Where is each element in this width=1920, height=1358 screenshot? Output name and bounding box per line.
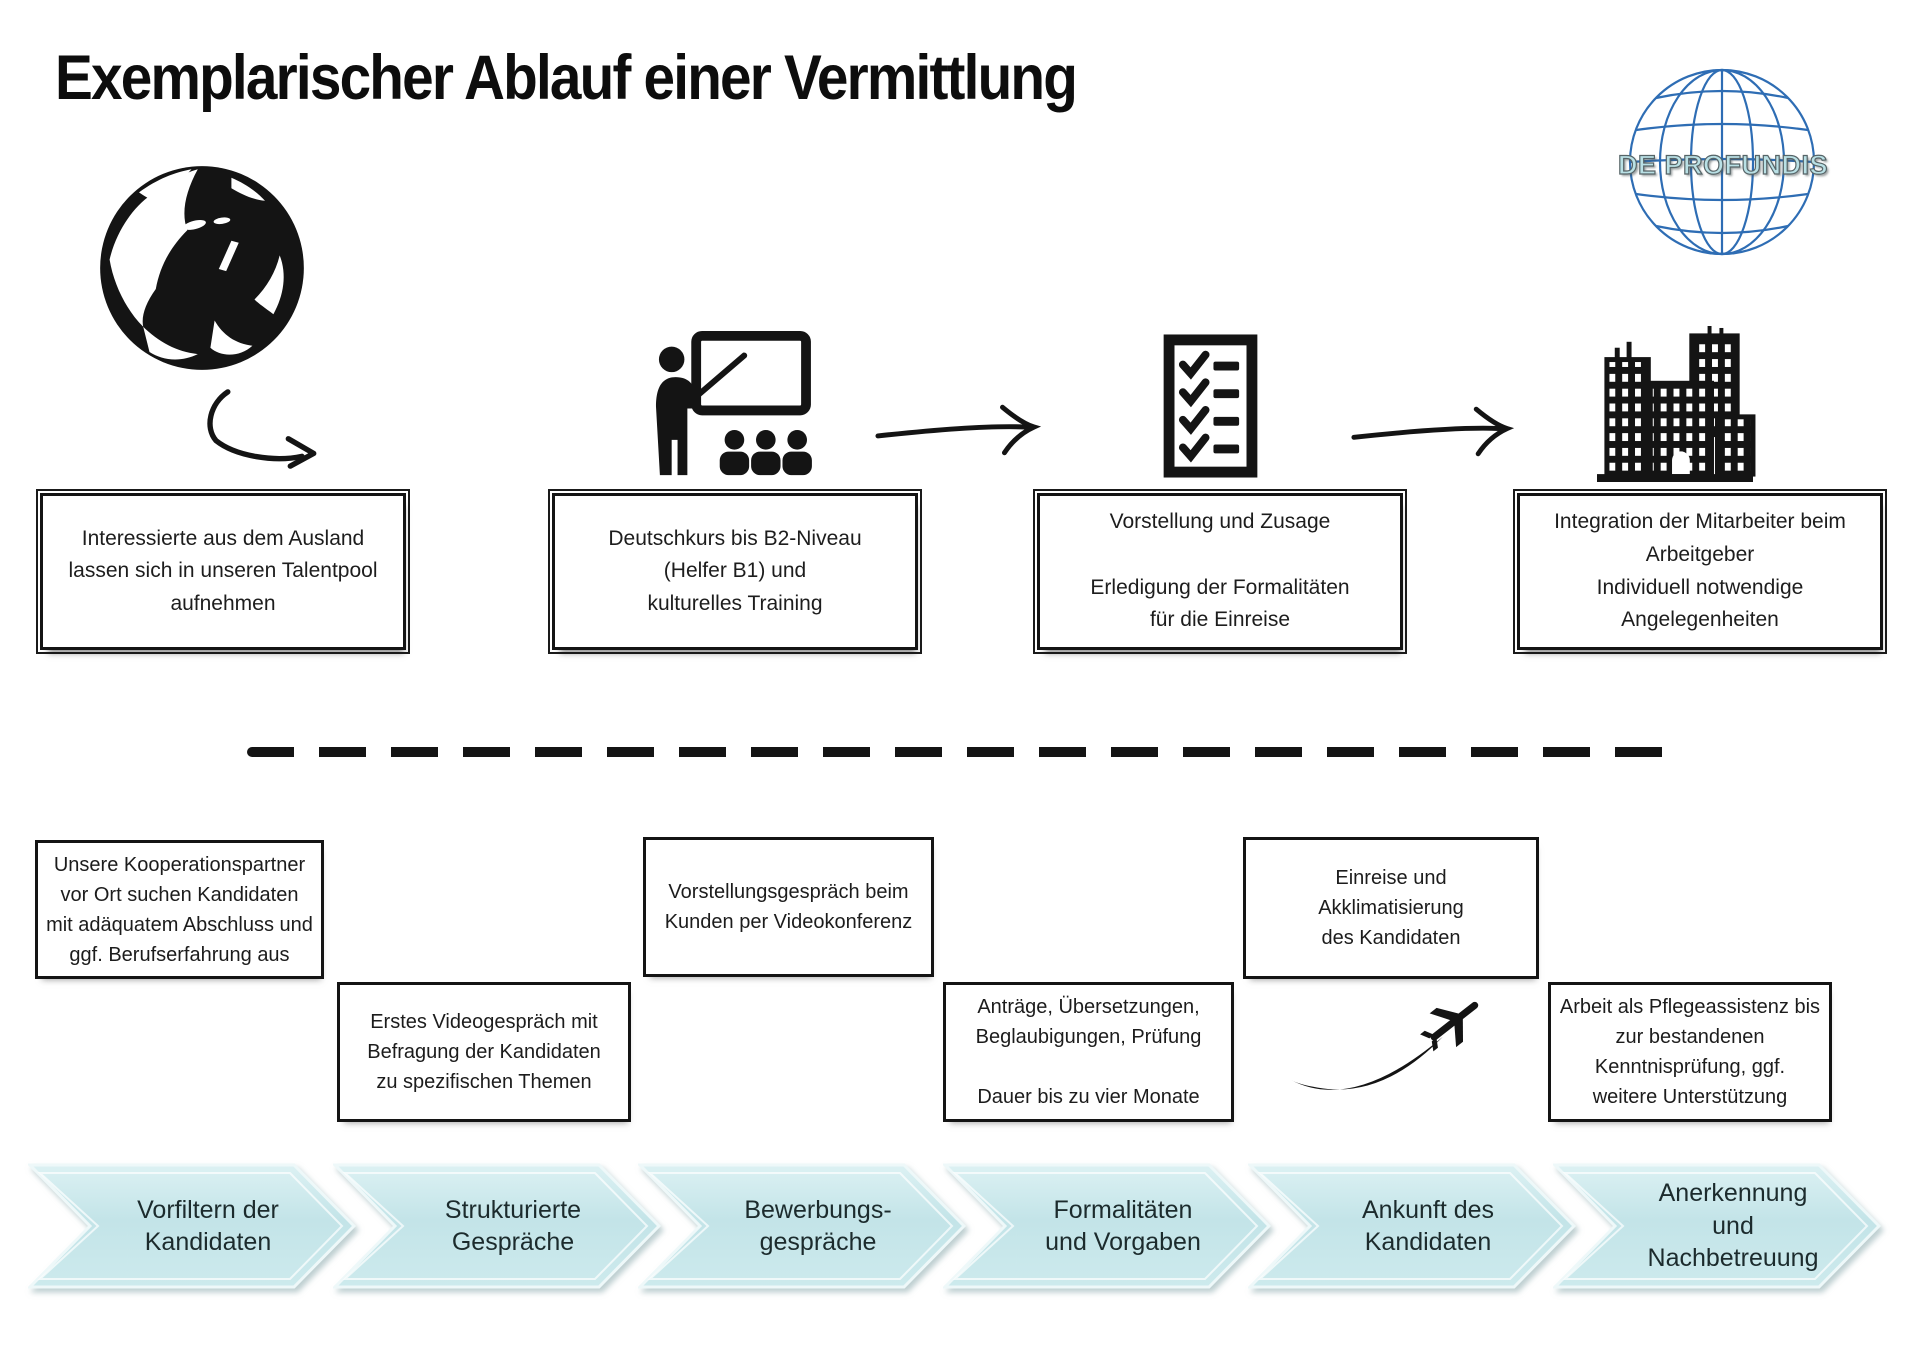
step-box-vorstellung: Vorstellung und Zusage Erledigung der Fo… [1033, 489, 1407, 654]
company-buildings-icon [1596, 326, 1756, 482]
chevron-shape [333, 1163, 662, 1289]
chevron-shape [1553, 1163, 1882, 1289]
step-box-text: Deutschkurs bis B2-Niveau (Helfer B1) un… [608, 526, 862, 615]
sketch-arrow-icon [875, 404, 1042, 456]
training-presentation-icon [655, 330, 812, 476]
chevron-label: Formalitäten und Vorgaben [1045, 1195, 1201, 1257]
note-box-vorstellungsgespraech: Vorstellungsgespräch beim Kunden per Vid… [643, 837, 934, 977]
logo-wordmark: DE PROFUNDIS [1617, 149, 1829, 180]
step-box-deutschkurs: Deutschkurs bis B2-Niveau (Helfer B1) un… [548, 489, 922, 654]
note-text: Einreise und Akklimatisierung des Kandid… [1318, 867, 1464, 949]
note-text: Unsere Kooperationspartner vor Ort suche… [46, 853, 313, 966]
airplane-swoosh-icon [1290, 1001, 1479, 1090]
checklist-icon [1163, 334, 1258, 478]
step-box-text: Vorstellung und Zusage Erledigung der Fo… [1090, 510, 1350, 632]
page-title: Exemplarischer Ablauf einer Vermittlung [55, 43, 1078, 113]
chevron-ankunft: Ankunft des Kandidaten [1248, 1163, 1578, 1289]
sketch-arrow-icon [1351, 406, 1515, 457]
note-box-videogespraech: Erstes Videogespräch mit Befragung der K… [337, 982, 631, 1122]
curved-sketch-arrow-icon [207, 389, 317, 469]
dashed-divider [247, 747, 1687, 757]
chevron-bewerbungsgespraeche: Bewerbungs- gespräche [638, 1163, 968, 1289]
note-box-kooperationspartner: Unsere Kooperationspartner vor Ort suche… [35, 840, 324, 979]
chevron-label: Strukturierte Gespräche [444, 1195, 582, 1257]
step-box-text: Integration der Mitarbeiter beim Arbeitg… [1554, 510, 1846, 632]
note-box-pflegeassistenz: Arbeit als Pflegeassistenz bis zur besta… [1548, 982, 1832, 1122]
chevron-label: Anerkennung und Nachbetreuung [1647, 1179, 1819, 1273]
chevron-vorfiltern: Vorfiltern der Kandidaten [28, 1163, 358, 1289]
step-box-talentpool: Interessierte aus dem Ausland lassen sic… [36, 489, 410, 654]
chevron-label: Vorfiltern der Kandidaten [137, 1195, 279, 1257]
chevron-label: Ankunft des Kandidaten [1361, 1195, 1495, 1257]
chevron-formalitaeten: Formalitäten und Vorgaben [943, 1163, 1273, 1289]
chevron-shape [28, 1163, 357, 1289]
step-box-text: Interessierte aus dem Ausland lassen sic… [68, 526, 378, 615]
chevron-shape [943, 1163, 1272, 1289]
note-text: Anträge, Übersetzungen, Beglaubigungen, … [975, 996, 1202, 1108]
note-text: Arbeit als Pflegeassistenz bis zur besta… [1559, 996, 1821, 1108]
note-text: Erstes Videogespräch mit Befragung der K… [367, 1011, 601, 1093]
chevron-shape [1248, 1163, 1577, 1289]
note-box-antraege: Anträge, Übersetzungen, Beglaubigungen, … [943, 982, 1234, 1122]
chevron-label: Bewerbungs- gespräche [744, 1195, 892, 1257]
chevron-anerkennung: Anerkennung und Nachbetreuung [1553, 1163, 1883, 1289]
step-box-integration: Integration der Mitarbeiter beim Arbeitg… [1513, 489, 1887, 654]
note-text: Vorstellungsgespräch beim Kunden per Vid… [664, 881, 913, 933]
chevron-shape [638, 1163, 967, 1289]
note-box-einreise: Einreise und Akklimatisierung des Kandid… [1243, 837, 1539, 979]
chevron-strukturierte-gespraeche: Strukturierte Gespräche [333, 1163, 663, 1289]
wireframe-globe-logo-icon [1628, 68, 1816, 256]
earth-globe-icon [100, 166, 304, 370]
